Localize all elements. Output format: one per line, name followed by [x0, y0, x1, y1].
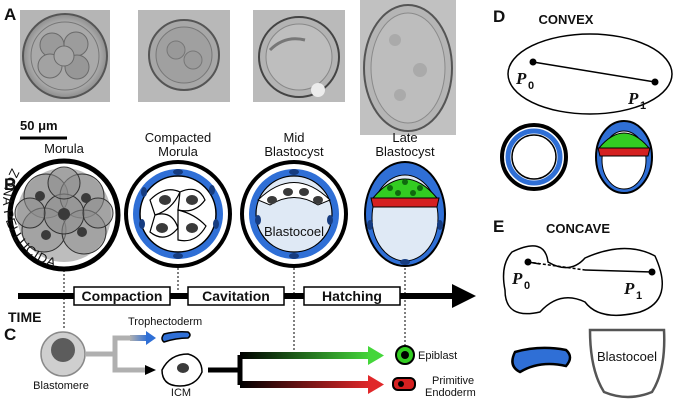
branch-to-te-grey [86, 335, 142, 357]
trophectoderm-cell [161, 331, 191, 343]
diagram-mid-blastocyst [240, 160, 348, 268]
convex-p0-sub: 0 [528, 80, 534, 92]
stage-title-compacted-1: Compacted [145, 130, 211, 145]
stage-title-morula: Morula [44, 141, 85, 156]
concave-blastocoel-shape [588, 328, 666, 399]
stage-title-late-2: Blastocyst [375, 144, 435, 159]
diagram-compacted-morula [124, 160, 232, 268]
convex-segment [532, 61, 656, 83]
concave-shape [502, 245, 663, 317]
trophectoderm-label: Trophectoderm [128, 316, 202, 328]
svg-text:Hatching: Hatching [322, 288, 382, 304]
branch-to-icm-grey [112, 354, 145, 373]
concave-p0-label: P [511, 269, 523, 288]
micrograph-compacted-morula [138, 10, 230, 102]
concave-trophectoderm-example [511, 346, 572, 374]
blastocoel-label-mid: Blastocoel [264, 224, 324, 239]
timeline-arrowhead [452, 284, 476, 308]
stage-title-mid-1: Mid [284, 130, 305, 145]
blastomere-label: Blastomere [33, 380, 89, 392]
stage-title-late-1: Late [392, 130, 417, 145]
micrograph-late-blastocyst [360, 0, 456, 135]
micrograph-morula [20, 10, 110, 102]
convex-p1-sub: 1 [640, 100, 646, 112]
endoderm-label-1: Primitive [432, 375, 474, 387]
stage-title-compacted-2: Morula [158, 144, 199, 159]
primitive-endoderm-cell [392, 377, 416, 391]
branch-to-endoderm [240, 381, 370, 388]
diagram-late-blastocyst [364, 161, 446, 267]
scale-bar-label: 50 μm [20, 118, 58, 133]
icm-branch-stem [208, 355, 243, 385]
svg-text:Cavitation: Cavitation [202, 288, 270, 304]
phase-hatching: Hatching [303, 286, 401, 306]
icm-label: ICM [171, 387, 191, 399]
concave-p1-label: P [623, 279, 635, 298]
concave-p1-sub: 1 [636, 290, 642, 302]
arrow-to-icm [145, 365, 156, 375]
arrow-to-trophectoderm [146, 331, 156, 345]
arrow-to-epiblast [368, 346, 384, 365]
convex-ring-example [500, 123, 568, 191]
convex-shape [507, 33, 673, 115]
svg-text:Compaction: Compaction [82, 288, 163, 304]
convex-title: CONVEX [539, 12, 594, 27]
icm-cell [161, 353, 203, 387]
endoderm-label-2: Endoderm [425, 387, 476, 399]
concave-p0-sub: 0 [524, 280, 530, 292]
cell-blastomere [40, 331, 86, 377]
concave-segment-inside-2 [584, 269, 653, 273]
convex-point-p1 [651, 78, 659, 86]
phase-compaction: Compaction [73, 286, 171, 306]
concave-point-p0 [524, 258, 532, 266]
panel-label-c: C [4, 325, 16, 344]
concave-segment-outside [527, 261, 586, 271]
branch-to-te-blue [130, 335, 148, 341]
concave-point-p1 [648, 268, 656, 276]
arrow-to-endoderm [368, 375, 384, 394]
epiblast-cell [395, 345, 415, 365]
concave-title: CONCAVE [546, 221, 610, 236]
convex-p1-label: P [627, 89, 639, 108]
branch-to-epiblast [240, 352, 370, 359]
convex-blastocyst-example [595, 120, 653, 194]
convex-p0-label: P [515, 69, 527, 88]
timeline-axis-label: TIME [8, 309, 41, 325]
panel-label-d: D [493, 7, 505, 26]
concave-blastocoel-label: Blastocoel [597, 349, 657, 364]
stage-title-mid-2: Blastocyst [264, 144, 324, 159]
panel-label-b: B [4, 175, 16, 194]
panel-label-a: A [4, 5, 16, 24]
panel-label-e: E [493, 217, 504, 236]
micrograph-mid-blastocyst [253, 10, 345, 102]
epiblast-label: Epiblast [418, 350, 457, 362]
convex-point-p0 [529, 58, 537, 66]
phase-cavitation: Cavitation [187, 286, 285, 306]
stage-drop-lines [63, 268, 406, 360]
diagram-morula [7, 158, 121, 272]
